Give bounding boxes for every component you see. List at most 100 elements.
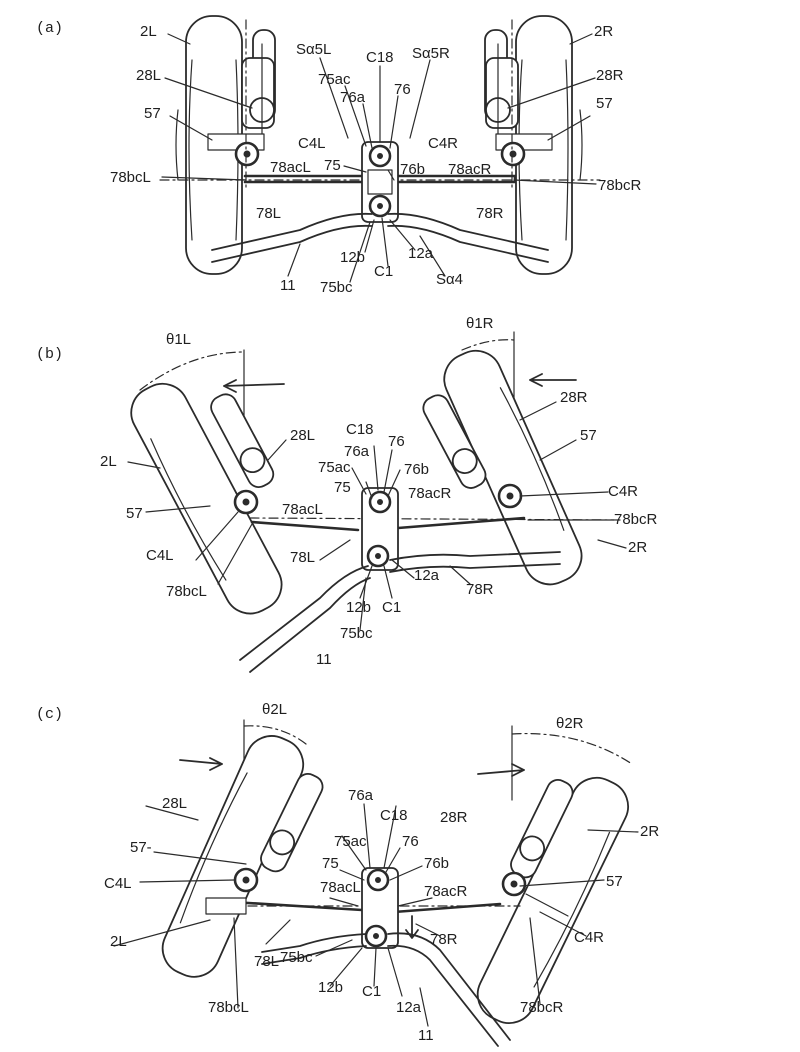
label-76: 76 (388, 433, 405, 450)
steering-shaft-11 (239, 551, 561, 673)
label-11: 11 (418, 1027, 434, 1044)
panel-c-right-steer: (c) θ2L θ2R 76a C18 28L 28R 2R 75ac 57- … (36, 701, 659, 1047)
knuckle-arm-28r (422, 394, 487, 489)
center-arm-75 (361, 141, 399, 223)
panel-a-tag: (a) (36, 20, 63, 37)
knuckle-arm-28r (484, 29, 519, 151)
label-57-right: 57 (580, 427, 597, 444)
label-75: 75 (334, 479, 351, 496)
label-11: 11 (316, 651, 332, 668)
label-c4l: C4L (298, 135, 326, 152)
wheel-2r (443, 349, 583, 586)
label-c4r: C4R (574, 929, 604, 946)
label-2r: 2R (594, 23, 613, 40)
label-57-left: 57 (126, 505, 143, 522)
tie-rod-78l (230, 900, 364, 912)
label-theta1l: θ1L (166, 331, 191, 348)
label-76a: 76a (340, 89, 366, 106)
pivot-c4l (234, 141, 260, 167)
label-75ac: 75ac (334, 833, 367, 850)
label-28l: 28L (162, 795, 187, 812)
label-76a: 76a (344, 443, 370, 460)
pivot-c4l (233, 867, 259, 893)
label-78l: 78L (256, 205, 281, 222)
label-78bcr: 78bcR (598, 177, 642, 194)
label-sa5l: Sα5L (296, 41, 331, 58)
pivot-c4l (233, 489, 259, 515)
wheel-2l (130, 382, 283, 615)
label-2l: 2L (140, 23, 157, 40)
label-57-right: 57 (606, 873, 623, 890)
label-c18: C18 (380, 807, 408, 824)
label-76a: 76a (348, 787, 374, 804)
label-78l: 78L (290, 549, 315, 566)
panel-a-neutral-steering: (a) 2L 2R Sα5L C18 Sα5R 28L 28R 75ac 76 … (36, 15, 642, 296)
center-arm-75 (361, 487, 399, 571)
panel-b-left-steer: (b) θ1L θ1R 28R C18 76 28L 57 76a 2L 75a… (36, 315, 658, 673)
steering-shaft-11 (211, 212, 549, 263)
label-78acl: 78acL (282, 501, 323, 518)
wheel-2l (161, 735, 305, 978)
label-75ac: 75ac (318, 71, 351, 88)
label-12a: 12a (408, 245, 434, 262)
label-c1: C1 (362, 983, 381, 1000)
center-arm-75 (361, 867, 399, 949)
steering-shaft-11 (261, 932, 511, 1047)
label-theta2r: θ2R (556, 715, 584, 732)
label-theta2l: θ2L (262, 701, 287, 718)
wheel-2r (476, 776, 629, 1024)
label-c18: C18 (366, 49, 394, 66)
label-c1: C1 (382, 599, 401, 616)
label-78r: 78R (476, 205, 504, 222)
pivot-c4r (500, 141, 526, 167)
tie-rod-78r (392, 902, 502, 914)
label-57-left: 57 (144, 105, 161, 122)
leader-lines-b (127, 401, 627, 631)
label-78bcl: 78bcL (110, 169, 151, 186)
label-c18: C18 (346, 421, 374, 438)
label-11: 11 (280, 277, 296, 294)
label-78acr: 78acR (424, 883, 468, 900)
label-2l: 2L (100, 453, 117, 470)
knuckle-arm-28l (210, 393, 275, 488)
label-75bc: 75bc (320, 279, 353, 296)
label-78bcl: 78bcL (166, 583, 207, 600)
label-28r: 28R (440, 809, 468, 826)
label-78r: 78R (466, 581, 494, 598)
label-c4r: C4R (428, 135, 458, 152)
panel-c-labels: θ2L θ2R 76a C18 28L 28R 2R 75ac 57- 76 7… (104, 701, 659, 1044)
knuckle-arm-28l (241, 29, 276, 151)
label-12b: 12b (340, 249, 365, 266)
label-75ac: 75ac (318, 459, 351, 476)
label-theta1r: θ1R (466, 315, 494, 332)
label-12b: 12b (346, 599, 371, 616)
label-c4l: C4L (104, 875, 132, 892)
knuckle-arm-28l (260, 773, 324, 873)
label-28r: 28R (596, 67, 624, 84)
panel-b-labels: θ1L θ1R 28R C18 76 28L 57 76a 2L 75ac 76… (100, 315, 658, 668)
label-c4r: C4R (608, 483, 638, 500)
label-57-right: 57 (596, 95, 613, 112)
tie-rod-78l (250, 520, 360, 532)
label-76: 76 (402, 833, 419, 850)
leader-lines-c (113, 803, 639, 1027)
panel-b-tag: (b) (36, 346, 63, 363)
label-28l: 28L (136, 67, 161, 84)
label-78bcr: 78bcR (520, 999, 564, 1016)
label-75bc: 75bc (280, 949, 313, 966)
label-75: 75 (324, 157, 341, 174)
panel-c-tag: (c) (36, 706, 63, 723)
tie-rod-78r (388, 174, 517, 184)
label-78bcl: 78bcL (208, 999, 249, 1016)
label-76b: 76b (404, 461, 429, 478)
label-2l: 2L (110, 933, 127, 950)
panel-a-labels: 2L 2R Sα5L C18 Sα5R 28L 28R 75ac 76 76a … (110, 23, 642, 296)
label-sa4: Sα4 (436, 271, 463, 288)
label-2r: 2R (640, 823, 659, 840)
label-12a: 12a (396, 999, 422, 1016)
label-12b: 12b (318, 979, 343, 996)
label-28r: 28R (560, 389, 588, 406)
label-78l: 78L (254, 953, 279, 970)
label-78acr: 78acR (448, 161, 492, 178)
